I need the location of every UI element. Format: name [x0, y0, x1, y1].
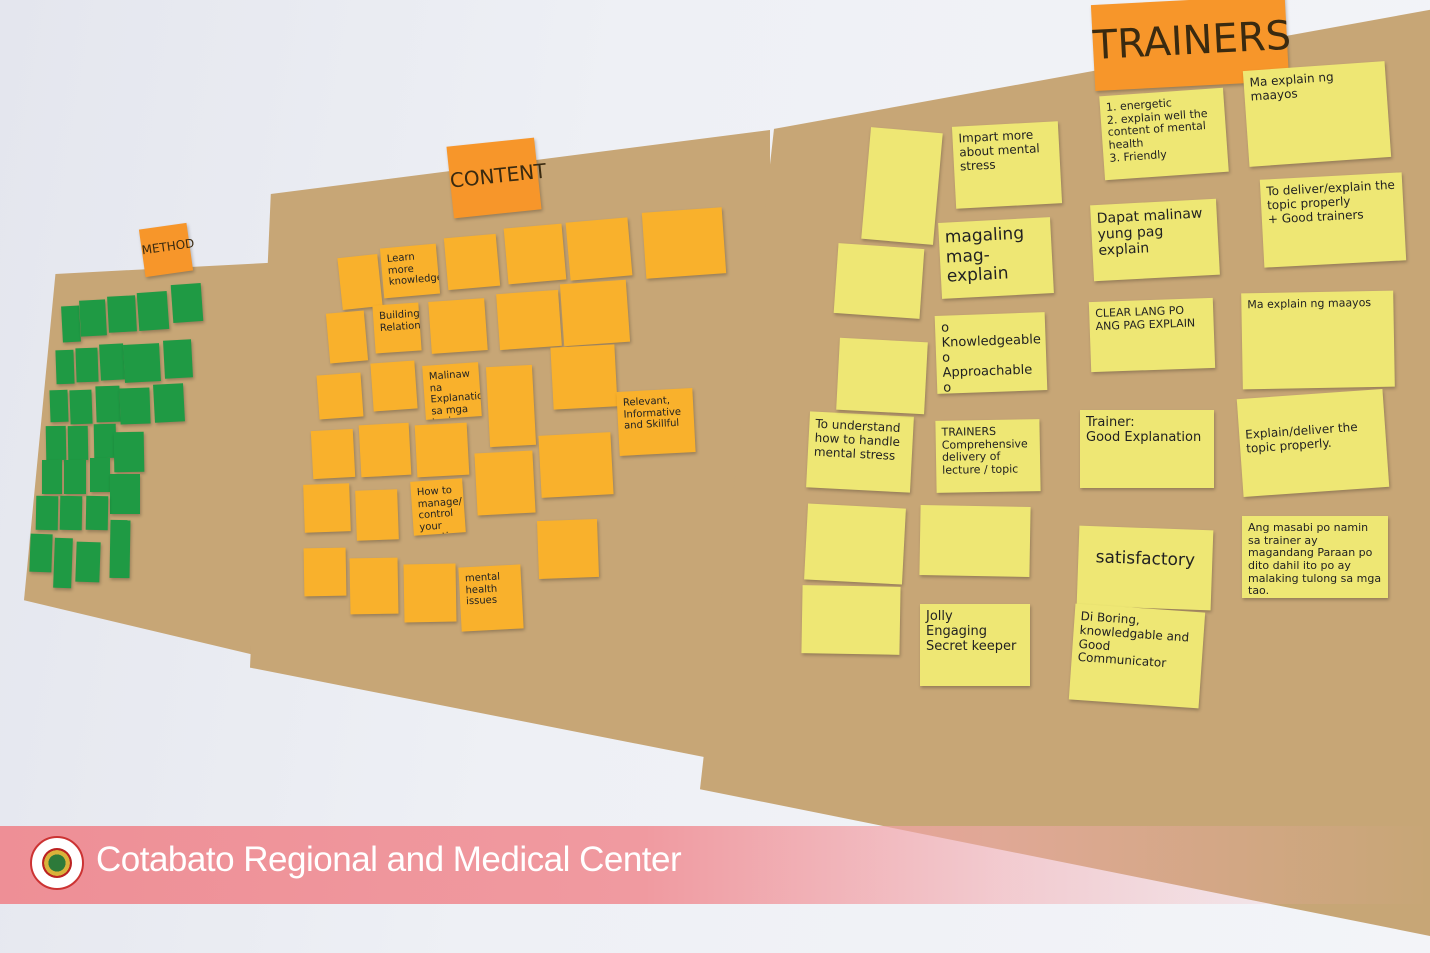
method-note — [153, 383, 185, 423]
trainers-note: 1. energetic 2. explain well the content… — [1099, 87, 1229, 181]
content-note: Building Relationships — [372, 302, 422, 354]
method-note — [123, 343, 161, 383]
content-note: mental health issues — [458, 564, 524, 632]
trainers-note: Trainer: Good Explanation — [1080, 410, 1214, 488]
content-note: Malinaw na Explanation sa mga topics — [422, 362, 482, 420]
method-note — [64, 460, 86, 494]
trainers-note: To understand how to handle mental stres… — [806, 411, 914, 493]
content-note: Relevant, Informative and Skillful — [616, 388, 696, 456]
method-header: METHOD — [138, 222, 196, 278]
banner-title: Cotabato Regional and Medical Center — [96, 840, 682, 879]
trainers-note-unreadable — [804, 503, 906, 585]
content-header: CONTENT — [446, 137, 547, 219]
trainers-note: Dapat malinaw yung pag explain — [1090, 198, 1220, 282]
method-header-label: METHOD — [140, 236, 196, 258]
content-header-label: CONTENT — [448, 158, 548, 193]
trainers-note-unreadable — [919, 505, 1031, 577]
content-note-unreadable — [403, 563, 457, 623]
content-note-unreadable — [537, 518, 599, 580]
content-note: Learn more knowledge — [379, 243, 441, 299]
content-note-unreadable — [358, 422, 412, 478]
content-note-unreadable — [565, 217, 633, 281]
method-note — [119, 387, 151, 425]
content-note-unreadable — [550, 344, 618, 410]
trainers-note: Ma explain ng maayos — [1242, 61, 1392, 167]
content-note-unreadable — [355, 489, 399, 541]
trainers-note: Di Boring, knowledgable and Good Communi… — [1068, 603, 1206, 709]
method-note — [45, 425, 67, 461]
content-note-unreadable — [496, 289, 562, 351]
method-note — [170, 282, 204, 324]
trainers-note: Ang masabi po namin sa trainer ay magand… — [1242, 516, 1388, 598]
method-note — [109, 519, 131, 579]
method-note — [136, 290, 170, 332]
method-note — [107, 295, 137, 333]
trainers-note-unreadable — [801, 585, 901, 655]
trainers-header-label: TRAINERS — [1091, 12, 1293, 70]
method-note — [99, 343, 125, 381]
content-note-unreadable — [414, 422, 470, 478]
hospital-seal-logo — [30, 836, 84, 890]
content-note-unreadable — [303, 483, 351, 533]
content-note-unreadable — [641, 207, 727, 279]
method-note — [79, 299, 107, 337]
trainers-note: o Knowledgeable o Approachable o Underst… — [934, 312, 1048, 394]
trainers-note: TRAINERS Comprehensive delivery of lectu… — [935, 419, 1041, 493]
trainers-note: Impart more about mental stress — [951, 121, 1063, 209]
content-note-unreadable — [428, 298, 488, 354]
method-note — [61, 305, 81, 343]
content-note-unreadable — [559, 279, 631, 347]
caption-banner — [0, 826, 1430, 904]
content-note-unreadable — [349, 557, 399, 615]
method-note — [55, 349, 75, 385]
content-note-unreadable — [485, 364, 537, 448]
content-note-unreadable — [370, 360, 418, 412]
method-note — [67, 425, 89, 461]
trainers-note-unreadable — [861, 127, 943, 245]
method-note — [29, 533, 53, 573]
trainers-note-unreadable — [836, 337, 928, 415]
method-note — [53, 537, 73, 589]
trainers-note-unreadable — [833, 243, 925, 319]
content-note-unreadable — [503, 223, 567, 285]
method-note — [35, 495, 59, 531]
method-note — [85, 495, 109, 531]
method-note — [90, 458, 110, 492]
content-note-unreadable — [325, 310, 369, 364]
content-note-unreadable — [337, 254, 383, 310]
trainers-note: To deliver/explain the topic properly + … — [1259, 172, 1407, 268]
content-note: How to manage/ control your emotions — [410, 478, 466, 536]
content-note-unreadable — [443, 233, 501, 291]
trainers-note: satisfactory — [1076, 525, 1214, 611]
method-note — [69, 389, 93, 425]
method-note — [75, 347, 99, 383]
trainers-note: magaling mag-explain — [938, 217, 1054, 299]
content-note-unreadable — [310, 428, 356, 480]
trainers-note: Jolly Engaging Secret keeper — [920, 604, 1030, 686]
trainers-note: CLEAR LANG PO ANG PAG EXPLAIN — [1088, 297, 1216, 373]
method-note — [163, 339, 193, 379]
content-note-unreadable — [474, 450, 536, 516]
method-note — [42, 460, 62, 494]
method-note — [49, 389, 69, 423]
content-note-unreadable — [316, 372, 364, 420]
content-note-unreadable — [303, 547, 347, 597]
method-note — [110, 474, 140, 514]
trainers-note: Ma explain ng maayos — [1241, 290, 1395, 390]
method-note — [113, 431, 145, 473]
content-note-unreadable — [538, 432, 614, 498]
trainers-note: Explain/deliver the topic properly. — [1236, 389, 1390, 497]
method-note — [59, 495, 83, 531]
method-note — [95, 385, 121, 423]
method-note — [75, 541, 101, 583]
